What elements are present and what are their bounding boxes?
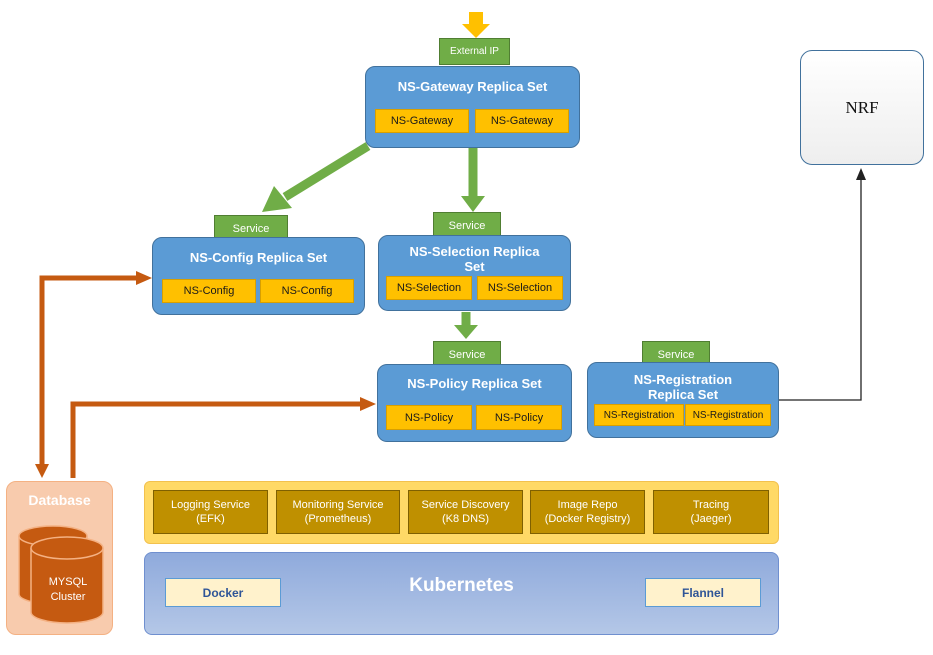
registration-title-line2: Replica Set — [647, 387, 719, 402]
registration-replica-set[interactable]: NS-Registration Replica Set NS-Registrat… — [587, 362, 779, 438]
config-title: NS-Config Replica Set — [189, 250, 328, 265]
arrow-gateway-to-config — [262, 142, 371, 212]
tracing-service-tool: (Jaeger) — [690, 513, 732, 525]
config-replica-set[interactable]: NS-Config Replica Set NS-Config NS-Confi… — [152, 237, 365, 315]
gateway-title: NS-Gateway Replica Set — [397, 79, 548, 94]
service-discovery[interactable]: Service Discovery (K8 DNS) — [408, 490, 523, 534]
mysql-cluster-line2: Cluster — [50, 591, 86, 603]
monitoring-service-tool: (Prometheus) — [304, 513, 372, 525]
selection-title-line2: Set — [464, 259, 485, 274]
arrow-database-head — [35, 464, 49, 478]
arrow-database-to-config — [39, 275, 138, 466]
image-repo-tool: (Docker Registry) — [544, 513, 631, 525]
docker-item[interactable]: Docker — [165, 578, 281, 607]
policy-pod-1[interactable]: NS-Policy — [386, 405, 472, 430]
arrow-database-to-policy — [70, 401, 362, 478]
arrow-policy-head — [360, 397, 376, 411]
entry-arrow — [462, 12, 490, 38]
registration-pod-2[interactable]: NS-Registration — [685, 404, 771, 426]
gateway-pod-2[interactable]: NS-Gateway — [475, 109, 569, 133]
config-pod-2[interactable]: NS-Config — [260, 279, 354, 303]
monitoring-service[interactable]: Monitoring Service (Prometheus) — [276, 490, 400, 534]
logging-service-tool: (EFK) — [196, 513, 225, 525]
arrow-config-head — [136, 271, 152, 285]
policy-pod-2[interactable]: NS-Policy — [476, 405, 562, 430]
database-title: Database — [28, 492, 91, 508]
config-pod-1[interactable]: NS-Config — [162, 279, 256, 303]
nrf-node[interactable]: NRF — [800, 50, 924, 165]
service-discovery-name: Service Discovery — [421, 499, 510, 511]
selection-replica-set[interactable]: NS-Selection Replica Set NS-Selection NS… — [378, 235, 571, 311]
logging-service[interactable]: Logging Service (EFK) — [153, 490, 268, 534]
mysql-cluster-line1: MYSQL — [48, 576, 88, 588]
kubernetes-title: Kubernetes — [409, 575, 514, 596]
flannel-item[interactable]: Flannel — [645, 578, 761, 607]
image-repo[interactable]: Image Repo (Docker Registry) — [530, 490, 645, 534]
kubernetes-panel: Kubernetes Docker Flannel — [144, 552, 779, 635]
mysql-cylinder-icon — [18, 525, 104, 624]
arrow-gateway-to-selection — [461, 148, 485, 212]
arrow-selection-to-policy — [454, 312, 478, 339]
arrow-nrf-head — [856, 168, 866, 180]
registration-pod-1[interactable]: NS-Registration — [594, 404, 684, 426]
gateway-pod-1[interactable]: NS-Gateway — [375, 109, 469, 133]
gateway-replica-set[interactable]: NS-Gateway Replica Set NS-Gateway NS-Gat… — [365, 66, 580, 148]
monitoring-service-name: Monitoring Service — [292, 499, 384, 511]
tracing-service[interactable]: Tracing (Jaeger) — [653, 490, 769, 534]
database-block[interactable]: Database MYSQL Cluster — [6, 481, 113, 635]
selection-pod-2[interactable]: NS-Selection — [477, 276, 563, 300]
arrow-registration-to-nrf — [778, 178, 862, 401]
policy-replica-set[interactable]: NS-Policy Replica Set NS-Policy NS-Polic… — [377, 364, 572, 442]
external-ip-label: External IP — [439, 38, 510, 65]
tracing-service-name: Tracing — [692, 499, 730, 511]
service-discovery-tool: (K8 DNS) — [441, 513, 490, 525]
policy-title: NS-Policy Replica Set — [407, 376, 542, 391]
infra-services-panel: Logging Service (EFK) Monitoring Service… — [144, 481, 779, 544]
registration-title-line1: NS-Registration — [633, 372, 733, 387]
logging-service-name: Logging Service — [171, 499, 250, 511]
selection-pod-1[interactable]: NS-Selection — [386, 276, 472, 300]
selection-title-line1: NS-Selection Replica — [409, 244, 540, 259]
image-repo-name: Image Repo — [557, 499, 618, 511]
